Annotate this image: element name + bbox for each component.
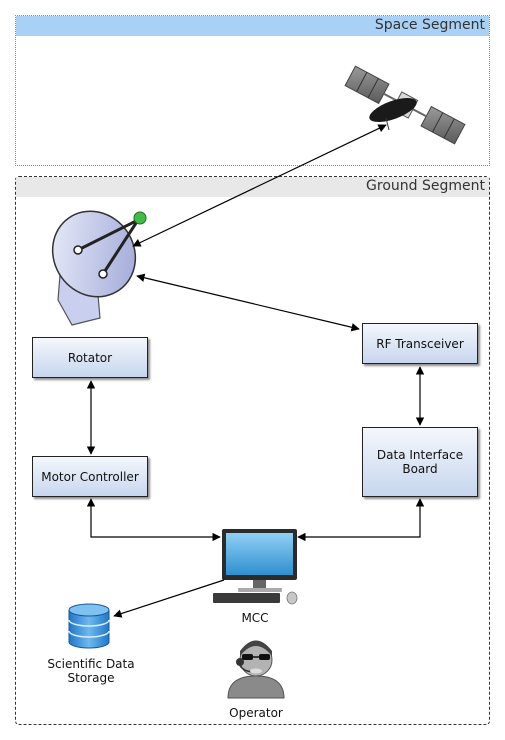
operator-label: Operator [229, 706, 283, 720]
computer-monitor-icon [213, 529, 298, 605]
mcc-label: MCC [241, 611, 269, 625]
link-dish-rf-transceiver [136, 273, 360, 332]
motor-controller-label: Motor Controller [41, 469, 139, 484]
space-segment-title: Space Segment [374, 17, 485, 33]
storage-label: Scientific Data Storage [47, 657, 135, 685]
space-segment-header: Space Segment [16, 16, 489, 36]
antenna-dish-icon [51, 210, 147, 326]
rf-transceiver-label: RF Transceiver [376, 336, 464, 351]
link-dish-satellite [132, 124, 387, 247]
operator-icon [227, 640, 285, 699]
rotator-label: Rotator [67, 350, 113, 365]
link-dib-mcc [297, 498, 425, 542]
data-interface-board-block: Data Interface Board [362, 427, 478, 497]
rotator-block: Rotator [32, 337, 148, 378]
satellite-icon [344, 65, 466, 145]
ground-segment-title: Ground Segment [366, 178, 485, 194]
database-icon [68, 603, 110, 649]
connectors [86, 124, 425, 618]
motor-controller-block: Motor Controller [32, 456, 148, 497]
rf-transceiver-block: RF Transceiver [362, 323, 478, 364]
link-mcc-storage [113, 579, 225, 618]
link-motor-controller-mcc [86, 498, 221, 542]
data-interface-board-label: Data Interface Board [376, 448, 464, 476]
